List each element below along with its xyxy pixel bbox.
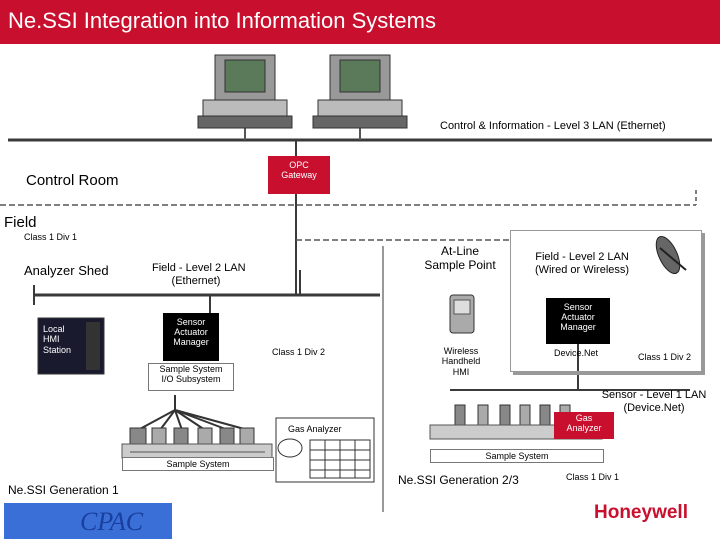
- cpac-logo: CPAC: [4, 503, 172, 539]
- class1div2-right-label: Class 1 Div 2: [638, 352, 692, 362]
- field-level2-wireless-panel: [510, 230, 702, 372]
- sensor-actuator-manager-right: Sensor Actuator Manager: [546, 298, 610, 344]
- level3-lan-label: Control & Information - Level 3 LAN (Eth…: [440, 120, 666, 132]
- at-line-label-1: At-Line: [440, 244, 480, 258]
- sample-system-left: Sample System: [122, 457, 274, 471]
- field-level2-wireless-label-2: (Wired or Wireless): [534, 263, 630, 276]
- nessi-gen23-label: Ne.SSI Generation 2/3: [398, 473, 519, 487]
- sam-left-label-3: Manager: [173, 337, 209, 347]
- sample-io-label-2: I/O Subsystem: [161, 374, 221, 384]
- sample-io-subsystem: Sample System I/O Subsystem: [148, 363, 234, 391]
- gas-analyzer-right-label-2: Analyzer: [566, 423, 602, 433]
- opc-gateway: OPC Gateway: [268, 156, 330, 194]
- sensor-level1-label-1: Sensor - Level 1 LAN: [601, 389, 707, 401]
- nessi-gen1-label: Ne.SSI Generation 1: [8, 483, 119, 497]
- wireless-hmi-label-2: Handheld: [441, 356, 481, 367]
- honeywell-logo: Honeywell: [594, 502, 688, 523]
- local-hmi-station: Local HMI Station: [43, 324, 71, 355]
- at-line-sample-point-label: At-Line Sample Point: [410, 244, 510, 273]
- wireless-handheld-hmi-label: Wireless Handheld HMI: [432, 346, 490, 377]
- opc-gateway-label-2: Gateway: [281, 170, 317, 180]
- sensor-actuator-manager-left: Sensor Actuator Manager: [163, 313, 219, 361]
- opc-gateway-label-1: OPC: [289, 160, 309, 170]
- field-level2-ethernet-label: Field - Level 2 LAN (Ethernet): [152, 262, 246, 287]
- gas-analyzer-left-label: Gas Analyzer: [288, 424, 342, 434]
- sample-io-label-1: Sample System: [159, 364, 223, 374]
- wireless-hmi-label-1: Wireless: [443, 346, 479, 356]
- local-hmi-label-3: Station: [43, 344, 72, 355]
- sam-right-label-2: Actuator: [561, 312, 595, 322]
- local-hmi-label-2: HMI: [43, 334, 60, 345]
- sam-left-label-1: Sensor: [176, 317, 206, 327]
- at-line-label-2: Sample Point: [424, 257, 496, 272]
- gas-analyzer-right: Gas Analyzer: [554, 412, 614, 439]
- gas-analyzer-right-label-1: Gas: [575, 413, 593, 423]
- class1div1-bottom-label: Class 1 Div 1: [566, 472, 620, 482]
- control-room-label: Control Room: [26, 172, 119, 189]
- sam-right-label-1: Sensor: [563, 302, 593, 312]
- title-bar: Ne.SSI Integration into Information Syst…: [0, 0, 720, 44]
- class1div1-top-label: Class 1 Div 1: [24, 232, 78, 242]
- sam-left-label-2: Actuator: [174, 327, 208, 337]
- class1div2-mid-label: Class 1 Div 2: [272, 347, 326, 357]
- page-title: Ne.SSI Integration into Information Syst…: [8, 8, 436, 33]
- wireless-hmi-label-3: HMI: [452, 366, 470, 377]
- field-level2-ethernet-label-1: Field - Level 2 LAN: [152, 262, 246, 274]
- devicenet-label: Device.Net: [554, 348, 599, 358]
- sam-right-label-3: Manager: [560, 322, 596, 332]
- field-label: Field: [4, 214, 37, 231]
- field-level2-wireless-label-1: Field - Level 2 LAN: [535, 251, 629, 263]
- sample-system-right: Sample System: [430, 449, 604, 463]
- field-level2-wireless-label: Field - Level 2 LAN (Wired or Wireless): [520, 251, 644, 276]
- sensor-level1-label-2: (Device.Net): [623, 401, 685, 414]
- field-level2-ethernet-label-2: (Ethernet): [171, 274, 221, 287]
- cpac-logo-text: CPAC: [80, 507, 144, 536]
- local-hmi-label-1: Local: [43, 324, 65, 334]
- analyzer-shed-label: Analyzer Shed: [24, 263, 109, 278]
- sensor-level1-lan-label: Sensor - Level 1 LAN (Device.Net): [594, 389, 714, 414]
